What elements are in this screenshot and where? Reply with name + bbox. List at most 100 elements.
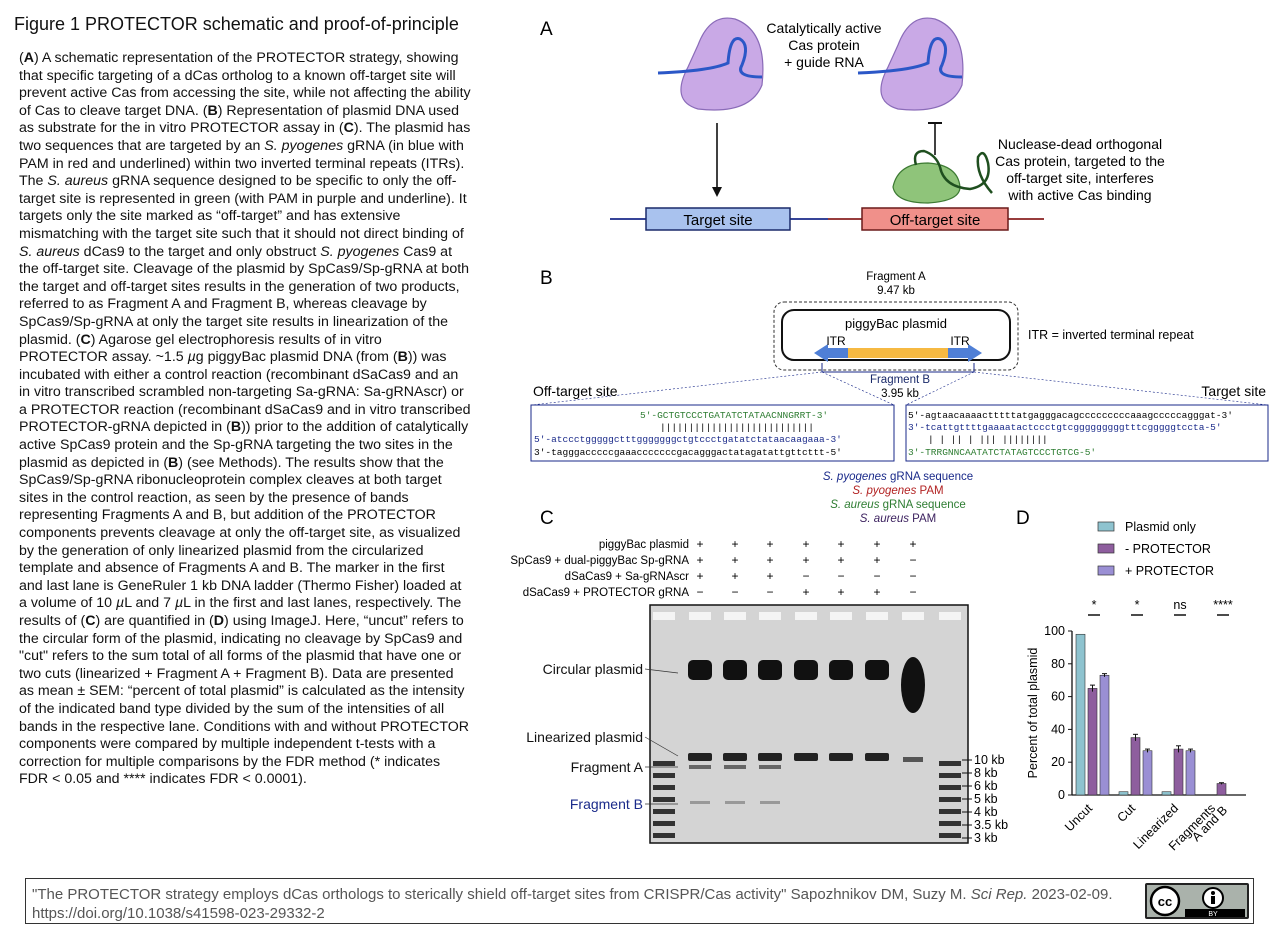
y-tick-label: 80: [1051, 657, 1065, 671]
condition-table: piggyBac plasmid+++++++SpCas9 + dual-pig…: [510, 537, 916, 599]
dcas-label-2: Cas protein, targeted to the: [995, 153, 1165, 169]
ladder-label: 6 kb: [974, 779, 998, 793]
ladder-band: [653, 821, 675, 826]
condition-label: dSaCas9 + Sa-gRNAscr: [565, 571, 689, 583]
doi-link[interactable]: https://doi.org/10.1038/s41598-023-29332…: [32, 905, 325, 922]
panel-a-label: A: [540, 19, 553, 40]
off-seq-line-1: 5′-GCTGTCCCTGATATCTATAACNNGRRT-3′: [640, 410, 828, 421]
condition-sign: +: [837, 553, 844, 567]
fragment-a-size: 9.47 kb: [877, 285, 915, 297]
linearized-band: [829, 753, 853, 761]
target-title: Target site: [1201, 383, 1266, 399]
bar: [1118, 791, 1129, 796]
ladder-label: 4 kb: [974, 805, 998, 819]
circular-plasmid-band: [829, 660, 853, 680]
condition-sign: +: [731, 569, 738, 583]
condition-sign: +: [731, 537, 738, 551]
ladder-band: [939, 761, 961, 766]
key-item: S. pyogenes gRNA sequence: [823, 471, 973, 483]
panel-b-label: B: [540, 268, 553, 289]
itr-right-label: ITR: [950, 334, 970, 348]
condition-sign: −: [731, 585, 738, 599]
significance-marker: *: [1092, 598, 1097, 612]
offtarget-title: Off-target site: [533, 383, 618, 399]
gel-bands: [653, 612, 961, 838]
cas-label-1: Catalytically active: [766, 20, 881, 36]
bar: [1099, 674, 1110, 796]
circular-plasmid-band: [723, 660, 747, 680]
condition-sign: +: [873, 537, 880, 551]
tgt-seq-line-2: 3′-tcattgttttgaaaatactccctgtcgggggggggtt…: [908, 422, 1222, 433]
plasmid-label: piggyBac plasmid: [845, 316, 947, 331]
off-seq-line-3: 5′-atccctgggggctttgggggggctgtccctgatatct…: [534, 434, 842, 445]
cas-label-2: Cas protein: [788, 37, 860, 53]
condition-sign: −: [766, 585, 773, 599]
ladder-band: [653, 833, 675, 838]
condition-sign: +: [766, 553, 773, 567]
fragment-b-band: [690, 801, 710, 804]
band-label: Linearized plasmid: [526, 729, 643, 745]
ladder-label: 3.5 kb: [974, 818, 1008, 832]
bar: [1173, 748, 1184, 796]
y-tick-label: 60: [1051, 690, 1065, 704]
tgt-seq-line-3: | | || | ||| ||||||||: [928, 434, 1048, 445]
panel-a-schematic: A Catalytically active Cas protein + gui…: [540, 17, 1165, 231]
citation-footer: "The PROTECTOR strategy employs dCas ort…: [25, 878, 1254, 924]
legend-swatch: [1097, 521, 1115, 532]
key-item: S. aureus PAM: [860, 513, 937, 522]
condition-sign: −: [909, 585, 916, 599]
arrow-head: [712, 187, 722, 197]
fragment-b-label: Fragment B: [870, 374, 930, 386]
condition-label: dSaCas9 + PROTECTOR gRNA: [523, 587, 690, 599]
legend-swatch: [1097, 543, 1115, 554]
svg-text:cc: cc: [1158, 894, 1172, 909]
fragment-a-band: [759, 765, 781, 769]
fragment-a-bracket: [773, 301, 1019, 371]
condition-sign: +: [802, 553, 809, 567]
gel-well: [830, 612, 852, 620]
plasmid-outline: [781, 309, 1011, 361]
condition-label: piggyBac plasmid: [599, 539, 689, 551]
bar: [1142, 750, 1153, 796]
grna-right: [857, 37, 963, 79]
condition-sign: +: [837, 585, 844, 599]
ladder-band: [939, 797, 961, 802]
legend-label: Plasmid only: [1125, 520, 1197, 534]
condition-sign: +: [696, 553, 703, 567]
linearized-band: [903, 757, 923, 762]
condition-sign: +: [909, 537, 916, 551]
ladder-band: [939, 773, 961, 778]
license-label: BY: [1208, 911, 1218, 918]
bar: [1130, 737, 1141, 796]
fragment-a-label: Fragment A: [866, 271, 926, 283]
panel-c-label: C: [540, 508, 554, 529]
tgt-seq-line-1: 5′-agtaacaaaactttttatgagggacagccccccccca…: [908, 410, 1233, 421]
significance-marker: *: [1135, 598, 1140, 612]
significance-marker: ****: [1213, 598, 1233, 612]
fragment-a-band: [724, 765, 746, 769]
condition-sign: +: [766, 537, 773, 551]
uncut-plasmid-band: [901, 657, 925, 713]
condition-sign: −: [696, 585, 703, 599]
ladder-label: 5 kb: [974, 792, 998, 806]
ladder-band: [939, 785, 961, 790]
ladder-band: [653, 761, 675, 766]
ladder-label: 10 kb: [974, 753, 1005, 767]
fragment-b-band: [760, 801, 780, 804]
dcas-label-1: Nuclease-dead orthogonal: [998, 136, 1162, 152]
linearized-band: [688, 753, 712, 761]
ladder-band: [939, 821, 961, 826]
itr-left-label: ITR: [826, 334, 846, 348]
dcas-grna: [913, 149, 993, 194]
gel-well: [759, 612, 781, 620]
ladder-labels: 10 kb8 kb6 kb5 kb4 kb3.5 kb3 kb: [962, 753, 1008, 845]
legend-swatch: [1097, 565, 1115, 576]
condition-sign: +: [696, 537, 703, 551]
cc-by-license-badge: cc BY: [1145, 883, 1249, 919]
gel-image: [649, 604, 969, 844]
ladder-label: 3 kb: [974, 831, 998, 845]
linearized-band: [723, 753, 747, 761]
gel-well: [689, 612, 711, 620]
